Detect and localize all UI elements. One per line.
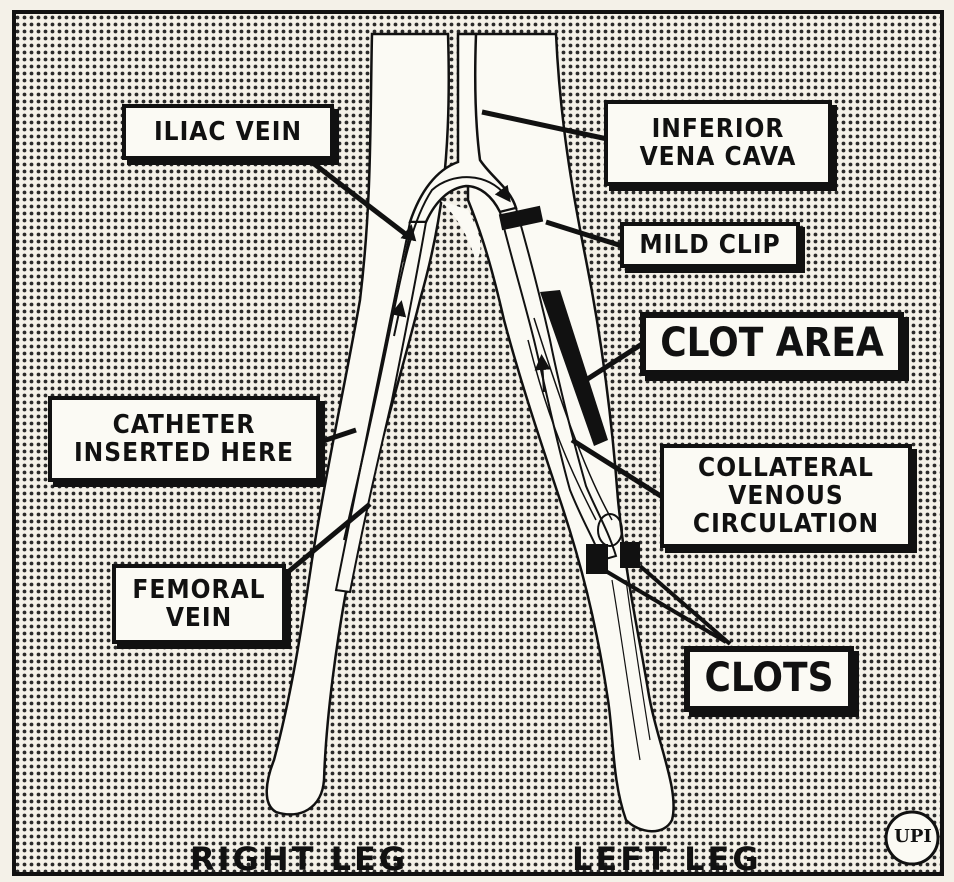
label-clots: CLOTS [684,646,854,712]
label-femoral-vein: FEMORAL VEIN [112,564,286,644]
label-clot-area: CLOT AREA [640,312,904,376]
right-leg-title: RIGHT LEG [190,840,408,878]
label-mild-clip: MILD CLIP [620,222,800,268]
left-leg-title: LEFT LEG [572,840,762,878]
label-iliac-vein: ILIAC VEIN [122,104,334,160]
clot-mark-2 [620,542,640,568]
label-collateral-venous-circulation: COLLATERAL VENOUS CIRCULATION [660,444,912,548]
upi-logo-text: UPI [884,826,942,847]
label-catheter-inserted-here: CATHETER INSERTED HERE [48,396,320,482]
label-inferior-vena-cava: INFERIOR VENA CAVA [604,100,832,186]
